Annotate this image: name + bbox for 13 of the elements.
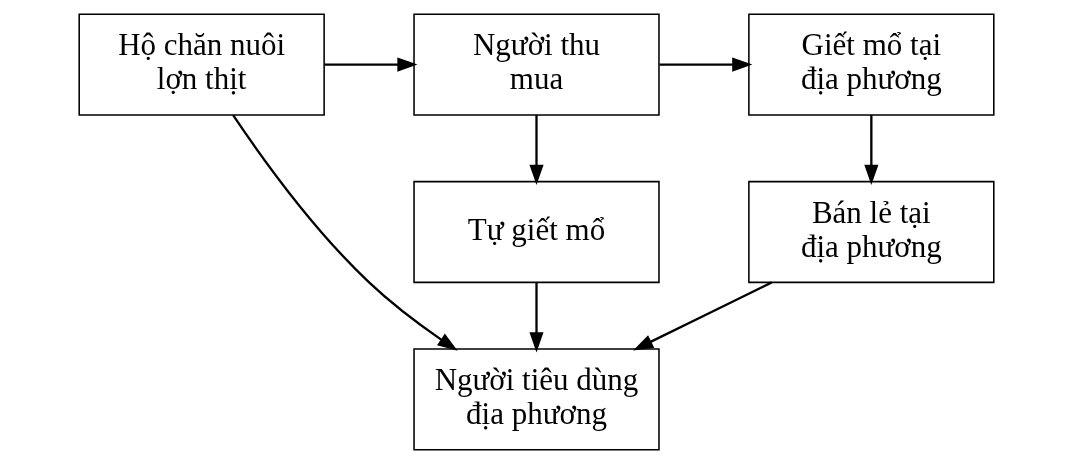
node-box: Giết mổ tại địa phương — [747, 13, 995, 116]
node-box: Hộ chăn nuôi lợn thịt — [77, 13, 325, 116]
arrow — [324, 57, 418, 72]
arrow — [528, 115, 544, 186]
arrow — [863, 115, 878, 186]
arrow — [632, 281, 772, 351]
node-box: Bán lẻ tại địa phương — [747, 180, 995, 284]
arrow — [658, 57, 752, 72]
node-box: Người tiêu dùng địa phương — [412, 348, 660, 451]
node-box: Người thu mua — [412, 13, 660, 116]
arrow — [528, 282, 544, 353]
arrow — [231, 114, 458, 351]
node-box: Tự giết mổ — [412, 180, 660, 284]
